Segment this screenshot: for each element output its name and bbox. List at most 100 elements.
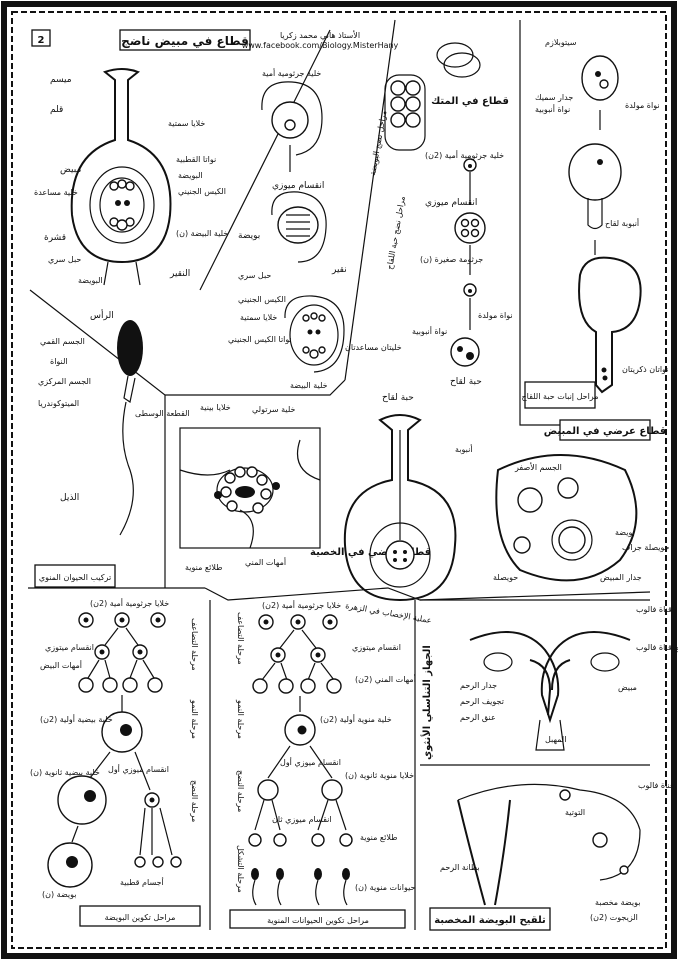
- pollen-label-wall: جدار سميك: [535, 93, 573, 102]
- sperm-gen-label-sperms: حيوانات منوية (ن): [355, 883, 416, 892]
- flower-title: عملية الإخصاب في الزهرة: [344, 601, 432, 626]
- sac-label-antipodal: خلايا سمتية: [240, 313, 277, 322]
- ovule-label-synergid: خلية مساعدة: [34, 188, 78, 197]
- ovule-label-funiculus: حبل سري: [48, 255, 81, 264]
- female-label-vagina: المهبل: [545, 735, 566, 744]
- sperm-gen-label-mitosis: انقسام ميتوزي: [352, 643, 401, 652]
- testis-label-sertoli: خلية سرتولي: [252, 405, 295, 414]
- sperm-gen-stage3: مرحلة النضج: [236, 770, 245, 812]
- sperm-diagram: [117, 320, 143, 535]
- testis-label-interstitial: خلايا بينية: [200, 403, 231, 412]
- ovule-label-ovary: مبيض: [60, 165, 81, 175]
- ovule-label-sac: الكيس الجنيني: [178, 187, 226, 196]
- ovary-label-corpus: الجسم الأصفر: [514, 462, 562, 472]
- anther-side-title1: مراحل نضج البويضة: [368, 110, 388, 177]
- oogenesis-stage2: مرحلة النمو: [190, 699, 199, 739]
- anther-label-microspore: جرثومة صغيرة (ن): [420, 255, 483, 264]
- pollen-title: مراحل إنبات حبة اللقاح: [522, 392, 599, 402]
- sperm-label-head: الرأس: [90, 309, 114, 321]
- ovary-label-wall: جدار المبيض: [600, 573, 642, 582]
- ovule-label-ovule: البويضة: [78, 276, 103, 285]
- sperm-label-nucleus: النواة: [50, 357, 68, 366]
- anther-side-title2: مراحل نضج حبة اللقاح: [385, 195, 407, 270]
- sac-label-polar: نواتا الكيس الجنيني: [228, 335, 292, 344]
- oogenesis-label-ovum: بويضة (ن): [42, 890, 76, 899]
- anther-label-tube-nucleus: نواة أنبوبية: [412, 326, 447, 336]
- sperm-title: تركيب الحيوان المنوي: [39, 573, 111, 582]
- sperm-label-centrosome: الجسم المركزي: [38, 377, 91, 386]
- sperm-gen-stage1: مرحلة التضاعف: [236, 612, 245, 665]
- ovary-label-follicle2: حويصلة: [493, 573, 518, 582]
- pollen-label-male-nuclei: نواتان ذكريتان: [622, 365, 668, 374]
- fertilized-label-lining: بطانة الرحم: [440, 863, 480, 872]
- ovary-section-diagram: [496, 455, 636, 580]
- female-label-uterus-wall: جدار الرحم: [460, 681, 497, 690]
- facebook-url: www.facebook.com/Biology.MisterHany: [242, 41, 399, 50]
- sac-label-ovule: بويضة: [238, 231, 260, 241]
- fertilized-label-morula: التوتية: [565, 808, 585, 817]
- sac-label-egg: خلية البيضة: [290, 381, 328, 390]
- oogenesis-title: مراحل تكوين البويضة: [105, 913, 176, 922]
- oogenesis-stage1: مرحلة التضاعف: [190, 618, 199, 671]
- female-label-ovary: مبيض: [618, 683, 637, 692]
- embryo-sac-diagram: [262, 82, 344, 372]
- sac-label-micropyle: نقير: [331, 265, 347, 275]
- female-label-uterus-cavity: تجويف الرحم: [460, 697, 504, 706]
- ovary-label-follicle: حويصلة جراف: [622, 543, 670, 552]
- ovule-label-micropyle: النقير: [169, 269, 190, 279]
- oogenesis-label-first-div: انقسام ميوزي أول: [108, 764, 169, 774]
- testis-diagram: [180, 428, 320, 548]
- sperm-gen-title: مراحل تكوين الحيوانات المنوية: [267, 916, 369, 925]
- pollen-label-tube-nuc: نواة أنبوبية: [535, 104, 570, 114]
- sperm-gen-label-mother: خلايا جرثومية أمية (2ن): [262, 600, 341, 610]
- oogenesis-label-mother: خلايا جرثومية أمية (2ن): [90, 598, 169, 608]
- anther-label-pollen: حبة لقاح: [450, 377, 482, 387]
- female-label-funnel: قمع قناة فالوب: [636, 643, 678, 652]
- fertilized-label-oviduct: قناة فالوب: [638, 781, 674, 790]
- oogenesis-label-primary: خلية بيضية أولية (2ن): [40, 714, 113, 724]
- ovule-label-funicle: ميسم: [50, 75, 72, 85]
- anther-label-meiosis: انقسام ميوزي: [425, 198, 477, 208]
- fertilized-title: تلقيح البويضة المخصبة: [434, 915, 546, 926]
- testis-label-spermatogonia: أمهات المني: [245, 557, 286, 567]
- ovary-label-ovum: بويضة: [615, 528, 635, 537]
- sperm-gen-stage4: مرحلة التشكل: [236, 845, 245, 893]
- ovary-title: قطاع عرضي في المبيض: [544, 426, 667, 437]
- sperm-label-acrosome: الجسم القمي: [40, 337, 85, 346]
- fertilized-label-blastula: الزيجوت (2ن): [590, 913, 638, 922]
- ovule-label-egg: البويضة: [178, 171, 203, 180]
- sac-label-sac: الكيس الجنيني: [238, 295, 286, 304]
- ovule-label-polar: نواتا القطبية: [176, 155, 216, 164]
- testis-label-spermatids: طلائع منوية: [185, 563, 223, 572]
- sperm-gen-label-spermatids: طلائع منوية: [360, 833, 398, 842]
- flower-label-tube: أنبوبة: [455, 444, 473, 454]
- sperm-gen-label-second-div: انقسام ميوزي ثان: [272, 815, 332, 824]
- ovule-title: قطاع في مبيض ناضج: [121, 34, 249, 48]
- sperm-label-mito: الميتوكوندريا: [38, 399, 79, 408]
- anther-title: قطاع في المتك: [431, 96, 509, 107]
- oogenesis-label-mitosis: انقسام ميتوزي: [45, 643, 94, 652]
- sperm-label-middle: القطعة الوسطى: [135, 409, 190, 418]
- sac-label-funiculus: حبل سري: [238, 271, 271, 280]
- oogenesis-diagram: [48, 613, 181, 887]
- sperm-label-tail: الذيل: [60, 493, 79, 503]
- pollen-label-cytoplasm: سيتوبلازم: [545, 38, 577, 47]
- pollen-label-tube: أنبوبة لقاح: [605, 218, 639, 228]
- flower-fertilization-diagram: [345, 415, 456, 600]
- oogenesis-label-secondary: خلية بيضية ثانوية (ن): [30, 768, 100, 777]
- female-system-diagram: [470, 632, 630, 750]
- female-label-oviduct: قناة فالوب: [636, 605, 672, 614]
- sac-label-mother: خلية جرثومية أمية: [262, 68, 321, 78]
- ovule-label-style: قلم: [50, 105, 63, 115]
- oogenesis-stage3: مرحلة النضج: [190, 780, 199, 822]
- ovule-label-egg-cell: خلية البيضة (ن): [176, 229, 228, 238]
- anther-label-gen-nucleus: نواة مولدة: [478, 311, 513, 320]
- female-label-cervix: عنق الرحم: [460, 713, 496, 722]
- sac-label-synergid: خليتان مساعدتان: [345, 343, 402, 352]
- pollen-label-gen-nuc: نواة مولدة: [625, 101, 660, 110]
- ovule-diagram: [72, 69, 171, 285]
- oogenesis-label-polar: أجسام قطبية: [120, 877, 164, 887]
- ovule-label-integument: قشرة: [44, 233, 66, 243]
